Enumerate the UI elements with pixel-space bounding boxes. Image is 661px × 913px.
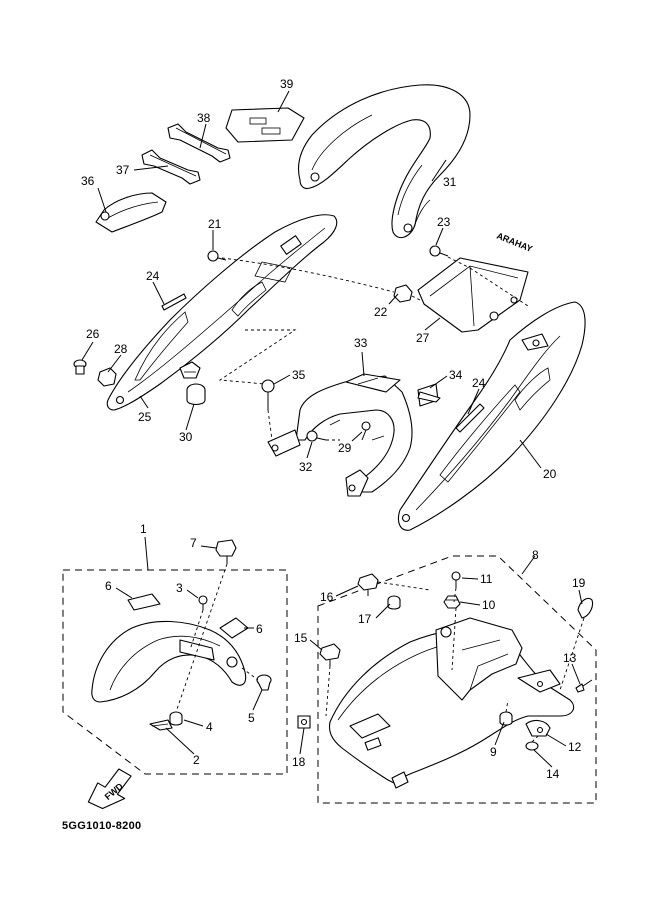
screw-11-part — [451, 571, 461, 588]
bolt-16-part — [357, 573, 379, 596]
rear-fender-group-box — [317, 555, 597, 804]
rear-bracket-part — [267, 373, 413, 497]
grommet-9-part — [499, 711, 513, 726]
caution-label-part — [225, 107, 305, 143]
rear-fender-lines — [325, 581, 585, 743]
bolt-32-part — [306, 430, 327, 442]
callout-14: 14 — [546, 767, 560, 781]
callout-12: 12 — [568, 740, 582, 754]
callout-39: 39 — [280, 77, 294, 91]
callout-27: 27 — [416, 331, 430, 345]
upper-assembly-lines — [218, 256, 529, 441]
callout-29: 29 — [338, 441, 352, 455]
tail-bracket-part — [417, 257, 529, 333]
clip-34-part — [417, 383, 441, 407]
screw-23-part — [429, 245, 449, 257]
callout-31: 31 — [443, 175, 457, 189]
callout-13: 13 — [563, 651, 577, 665]
callout-19: 19 — [572, 576, 586, 590]
clip-14-part — [525, 741, 539, 751]
callout-16: 16 — [320, 590, 334, 604]
callout-30: 30 — [179, 430, 193, 444]
emblem-24-left-part — [161, 293, 187, 311]
callout-9: 9 — [490, 745, 497, 759]
screw-3-part — [198, 595, 208, 610]
emblem-text: ARAHAY — [495, 231, 534, 254]
callout-4: 4 — [206, 720, 213, 734]
side-cover-left-part — [106, 214, 338, 411]
callout-24-lower: 24 — [472, 376, 486, 390]
callout-34: 34 — [449, 368, 463, 382]
rear-fender-part — [328, 617, 575, 789]
bolt-15-part — [319, 643, 341, 666]
callout-35: 35 — [292, 368, 306, 382]
callout-23: 23 — [437, 215, 451, 229]
callout-10: 10 — [482, 598, 496, 612]
callout-28: 28 — [114, 342, 128, 356]
front-fender-group-box — [62, 569, 288, 775]
screw-29-part — [361, 421, 371, 441]
callout-33: 33 — [354, 336, 368, 350]
callout-labels: 39 38 37 36 31 21 23 24 22 27 26 28 33 3… — [81, 77, 586, 781]
callout-18: 18 — [292, 755, 306, 769]
callout-22: 22 — [374, 305, 388, 319]
grommet-30-part — [179, 361, 206, 406]
decal-6-right-part — [219, 617, 249, 639]
strap-38-part — [167, 123, 231, 163]
callout-2: 2 — [193, 753, 200, 767]
nut-28-part — [97, 367, 117, 387]
callout-leaders — [81, 90, 583, 768]
reflector-19-part — [577, 597, 594, 619]
callout-6-left: 6 — [105, 579, 112, 593]
bolt-13-part — [575, 679, 593, 693]
callout-37: 37 — [116, 163, 130, 177]
callout-21: 21 — [208, 217, 222, 231]
callout-1: 1 — [140, 522, 147, 536]
callout-38: 38 — [197, 111, 211, 125]
callout-36: 36 — [81, 174, 95, 188]
fwd-arrow-icon — [87, 768, 132, 810]
strap-37-part — [141, 149, 201, 185]
cover-36-part — [95, 192, 167, 233]
screw-26-part — [73, 359, 87, 375]
callout-25: 25 — [138, 410, 152, 424]
callout-24-upper: 24 — [146, 269, 160, 283]
bolt-7-part — [215, 539, 237, 564]
clip-5-part — [256, 674, 272, 691]
callout-32: 32 — [299, 460, 313, 474]
grab-bar-part — [297, 84, 471, 239]
callout-26: 26 — [86, 327, 100, 341]
nut-18-part — [297, 715, 311, 729]
grommet-4-part — [169, 711, 183, 726]
callout-17: 17 — [358, 612, 372, 626]
front-fender-lines — [175, 563, 259, 713]
callout-20: 20 — [543, 467, 557, 481]
grommet-17-part — [387, 595, 401, 610]
figure-code: 5GG1010-8200 — [62, 820, 141, 832]
bracket-2-part — [149, 719, 173, 731]
callout-3: 3 — [176, 581, 183, 595]
emblem-24-right-part — [455, 403, 485, 433]
decal-6-left-part — [127, 593, 161, 611]
callout-7: 7 — [190, 536, 197, 550]
callout-6-right: 6 — [256, 622, 263, 636]
side-cover-right-part — [397, 301, 586, 531]
front-fender-part — [91, 620, 247, 703]
callout-15: 15 — [294, 631, 308, 645]
bracket-10-part — [443, 595, 461, 609]
callout-5: 5 — [248, 711, 255, 725]
nut-22-part — [393, 284, 413, 303]
screw-21-part — [207, 250, 227, 262]
callout-8: 8 — [532, 548, 539, 562]
bolt-35-part — [261, 379, 275, 410]
callout-11: 11 — [480, 572, 493, 586]
